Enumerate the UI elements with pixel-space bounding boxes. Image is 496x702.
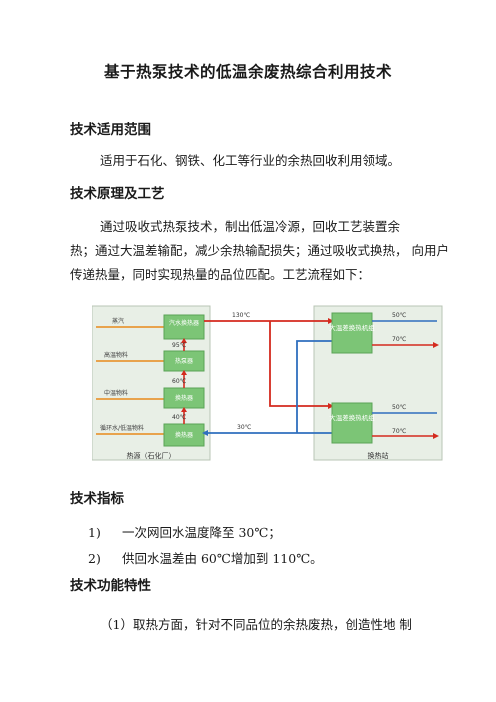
heading-principle: 技术原理及工艺 <box>70 186 165 202</box>
temp-return: 30℃ <box>237 424 252 431</box>
input-label-4: 循环水/低温物料 <box>100 424 144 432</box>
unit-label-4: 换热器 <box>175 431 193 439</box>
unit-label-2: 热泵器 <box>175 357 193 365</box>
indicator-item-1: 1) 一次网回水温度降至 30℃； <box>88 522 281 541</box>
indicator-text: 供回水温差由 60℃增加到 110℃。 <box>122 551 323 566</box>
principle-line-3: 传递热量，同时实现热量的品位匹配。工艺流程如下： <box>70 267 371 282</box>
temp-out-4: 70℃ <box>392 428 407 435</box>
temp-supply: 130℃ <box>232 312 250 319</box>
substation-label-2: 大温差换热机组 <box>329 413 375 422</box>
temp-95: 95℃ <box>172 342 187 349</box>
unit-steam-hx <box>163 314 205 340</box>
unit-label-1: 汽水换热器 <box>169 319 199 327</box>
temp-out-1: 50℃ <box>392 312 407 319</box>
caption-substation: 换热站 <box>368 451 389 460</box>
unit-substation-2 <box>331 402 373 444</box>
input-label-3: 中温物料 <box>104 389 128 397</box>
supply-branch <box>269 321 332 407</box>
unit-label-3: 换热器 <box>175 394 193 402</box>
scope-text: 适用于石化、钢铁、化工等行业的余热回收利用领域。 <box>100 153 401 168</box>
principle-line-2: 热；通过大温差输配，减少余热输配损失；通过吸收式换热， 向用户 <box>70 243 449 258</box>
indicator-text: 一次网回水温度降至 30℃； <box>122 525 281 540</box>
temp-40: 40℃ <box>172 414 187 421</box>
process-flow-diagram: 汽水换热器 热泵器 换热器 换热器 大温差换热机组 大温差换热机组 蒸汽 高温物… <box>92 305 443 461</box>
principle-line-1: 通过吸收式热泵技术，制出低温冷源，回收工艺装置余 <box>100 219 401 234</box>
temp-out-2: 70℃ <box>392 336 407 343</box>
indicator-item-2: 2) 供回水温差由 60℃增加到 110℃。 <box>88 548 323 567</box>
heading-scope: 技术适用范围 <box>70 122 151 138</box>
indicator-number: 1) <box>88 525 101 540</box>
substation-label-1: 大温差换热机组 <box>329 323 375 332</box>
return-branch <box>296 340 332 433</box>
temp-out-3: 50℃ <box>392 404 407 411</box>
temp-60: 60℃ <box>172 378 187 385</box>
caption-heat-source: 热源（石化厂） <box>127 451 176 460</box>
unit-substation-1 <box>331 312 373 354</box>
input-label-1: 蒸汽 <box>112 317 124 325</box>
input-label-2: 高温物料 <box>104 351 128 359</box>
page-title: 基于热泵技术的低温余废热综合利用技术 <box>103 62 392 81</box>
heading-features: 技术功能特性 <box>70 578 151 594</box>
indicator-number: 2) <box>88 551 101 566</box>
features-text: （1）取热方面，针对不同品位的余热废热，创造性地 制 <box>100 617 412 632</box>
heading-indicators: 技术指标 <box>70 491 124 507</box>
